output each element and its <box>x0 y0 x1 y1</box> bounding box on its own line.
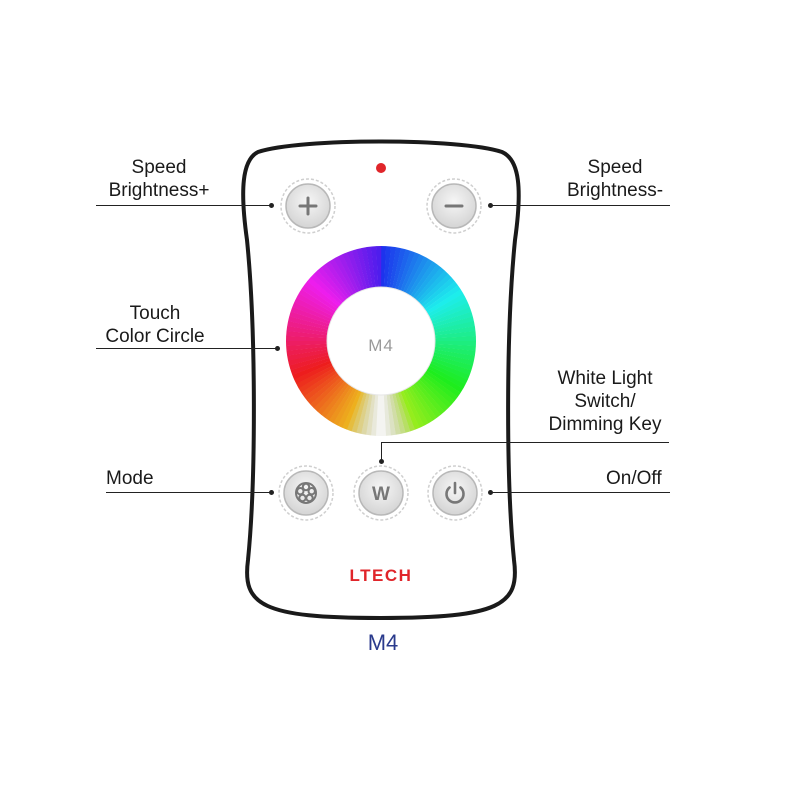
label-mode: Mode <box>106 467 154 490</box>
flower-mode-icon <box>295 482 317 504</box>
label-color-circle: Touch Color Circle <box>96 302 214 348</box>
label-white-key: White Light Switch/ Dimming Key <box>540 367 670 436</box>
label-color-circle-line2: Color Circle <box>105 326 205 347</box>
leader-minus <box>490 205 670 206</box>
leader-plus <box>96 205 272 206</box>
plus-icon <box>298 196 318 216</box>
plus-button[interactable] <box>280 178 336 234</box>
label-white-key-line2: Switch/ <box>574 391 636 412</box>
power-button[interactable] <box>427 465 483 521</box>
leader-color-circle <box>96 348 278 349</box>
w-key-label: W <box>372 484 390 505</box>
indicator-led <box>376 163 386 173</box>
leader-mode-dot <box>269 490 274 495</box>
leader-white-key <box>381 442 669 443</box>
leader-power <box>490 492 670 493</box>
label-plus-line2: Brightness+ <box>108 180 210 201</box>
label-white-key-line1: White Light <box>557 368 653 389</box>
label-mode-text: Mode <box>106 468 154 489</box>
color-circle-center <box>326 286 436 396</box>
center-model-text: M4 <box>368 336 394 355</box>
leader-minus-dot <box>488 203 493 208</box>
leader-power-dot <box>488 490 493 495</box>
label-color-circle-line1: Touch <box>129 303 181 324</box>
label-plus-line1: Speed <box>131 157 187 178</box>
leader-mode <box>106 492 272 493</box>
label-minus: Speed Brightness- <box>556 156 674 202</box>
power-icon <box>445 481 465 504</box>
label-power-text: On/Off <box>606 468 662 489</box>
label-minus-line1: Speed <box>587 157 643 178</box>
label-plus: Speed Brightness+ <box>100 156 218 202</box>
leader-white-key-drop <box>381 442 382 462</box>
leader-white-key-dot <box>379 459 384 464</box>
model-label: M4 <box>367 630 399 655</box>
label-minus-line2: Brightness- <box>566 180 664 201</box>
leader-color-circle-dot <box>275 346 280 351</box>
brand-logo: LTECH <box>350 566 413 585</box>
leader-plus-dot <box>269 203 274 208</box>
minus-button[interactable] <box>426 178 482 234</box>
label-power: On/Off <box>606 467 662 490</box>
label-white-key-line3: Dimming Key <box>548 414 662 435</box>
mode-button[interactable] <box>278 465 334 521</box>
white-light-button[interactable]: W <box>353 465 409 521</box>
